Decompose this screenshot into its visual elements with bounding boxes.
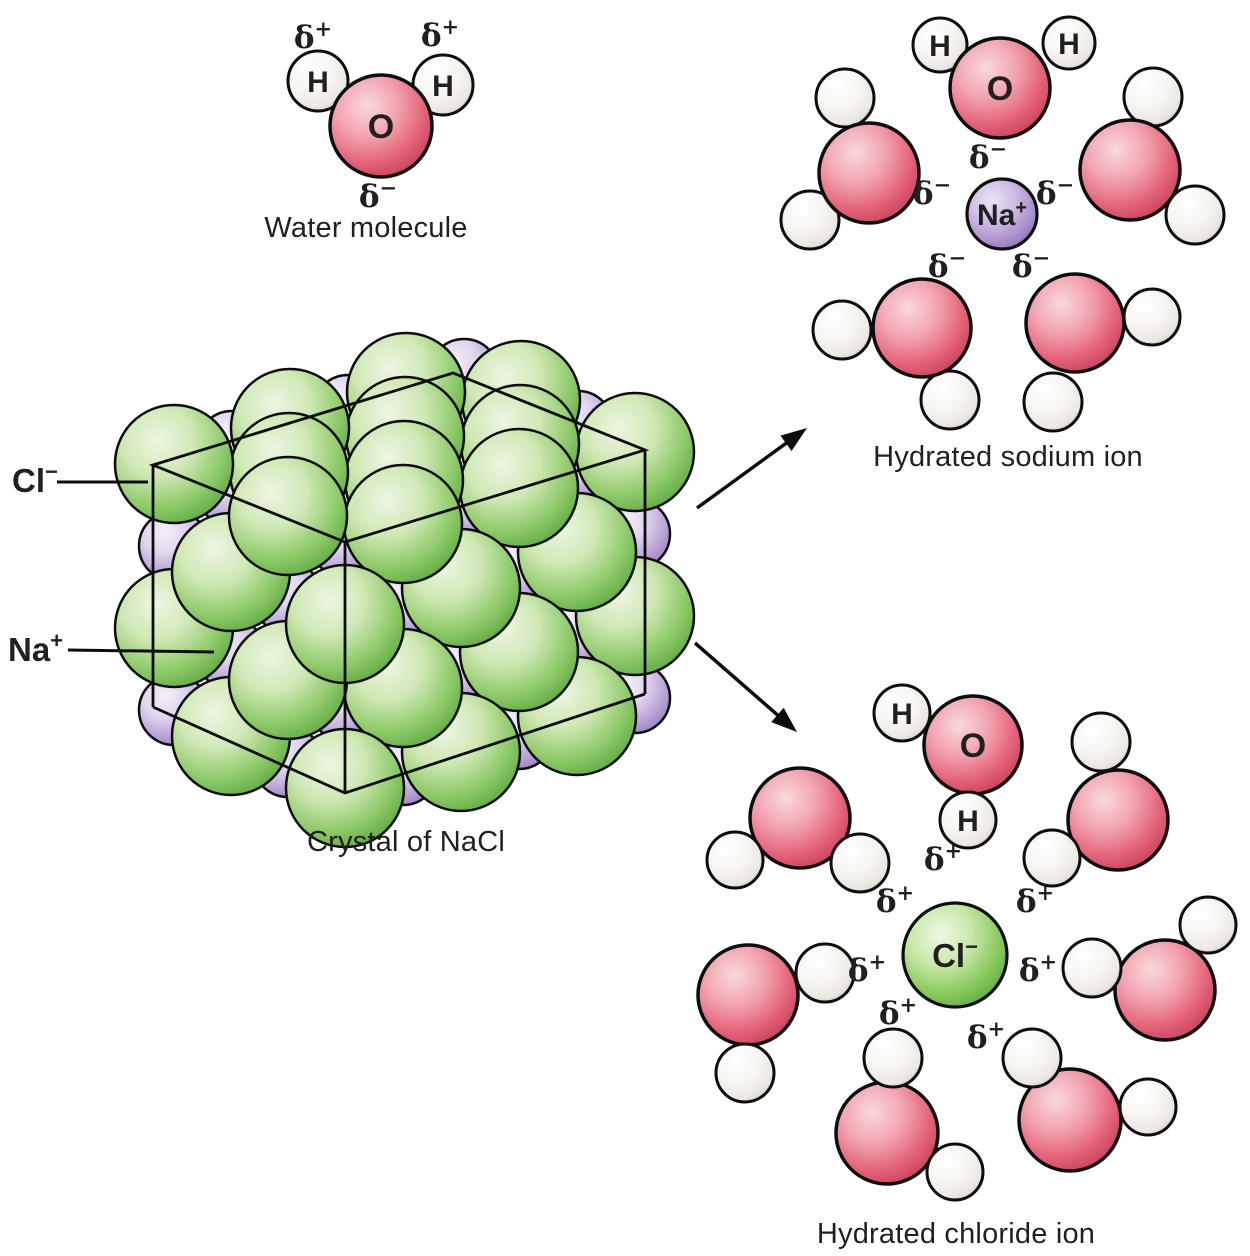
hydrogen-sphere bbox=[1122, 287, 1182, 347]
water-molecule bbox=[1078, 66, 1226, 246]
delta-charge-label: δ+ bbox=[421, 14, 459, 54]
hydrogen-sphere bbox=[705, 830, 765, 890]
caption-crystal-of-nacl: Crystal of NaCl bbox=[307, 826, 505, 858]
oxygen-sphere bbox=[834, 1080, 940, 1186]
oxygen-sphere bbox=[328, 73, 434, 179]
water-molecule-legend: O H Hδ+ δ+ δ− bbox=[286, 14, 475, 215]
crystal-of-nacl: Cl− Na+ bbox=[8, 331, 696, 849]
water-molecule bbox=[779, 67, 921, 251]
hydrogen-sphere bbox=[862, 1027, 924, 1089]
callout-line bbox=[67, 648, 215, 654]
hydrogen-sphere bbox=[1118, 1077, 1178, 1137]
hydrogen-sphere bbox=[938, 790, 998, 850]
oxygen-sphere bbox=[1024, 272, 1126, 374]
oxygen-sphere bbox=[817, 121, 921, 225]
oxygen-sphere bbox=[1066, 768, 1170, 872]
hydrogen-sphere bbox=[919, 369, 981, 431]
arrow-shaft bbox=[695, 435, 796, 510]
arrow-head bbox=[771, 707, 797, 732]
delta-charge-label: δ− bbox=[969, 136, 1007, 176]
hydrated-sodium-cluster: O H H Na+ δ− δ− δ− δ− δ− bbox=[779, 15, 1226, 433]
hydrogen-sphere bbox=[1022, 371, 1084, 433]
delta-charge-label: δ+ bbox=[967, 1016, 1005, 1056]
hydrogen-sphere bbox=[925, 1142, 985, 1202]
water-molecule bbox=[1061, 895, 1238, 1042]
delta-charge-label: δ− bbox=[1012, 245, 1050, 285]
hydrogen-letter: H bbox=[432, 70, 454, 103]
oxygen-letter: O bbox=[368, 108, 394, 146]
caption-hydrated-chloride-ion: Hydrated chloride ion bbox=[816, 1218, 1096, 1250]
hydrogen-letter: H bbox=[891, 698, 913, 731]
oxygen-sphere bbox=[1017, 1067, 1123, 1173]
hydrogen-sphere bbox=[714, 1042, 776, 1104]
arrow-shaft bbox=[693, 641, 787, 723]
hydrogen-sphere bbox=[1022, 828, 1082, 888]
delta-charge-label: δ+ bbox=[848, 949, 886, 989]
water-molecule bbox=[834, 1027, 985, 1202]
caption-water-molecule: Water molecule bbox=[264, 212, 468, 244]
crystal-cl-sphere bbox=[113, 403, 235, 525]
crystal-box-bottom-edge bbox=[152, 692, 646, 795]
oxygen-sphere bbox=[948, 36, 1052, 140]
oxygen-sphere bbox=[1078, 118, 1182, 222]
hydrogen-sphere bbox=[1001, 1027, 1063, 1089]
sodium-ion-label: Na+ bbox=[977, 197, 1027, 232]
hydrogen-sphere bbox=[911, 16, 969, 74]
hydrogen-sphere bbox=[286, 49, 350, 113]
delta-charge-label: δ− bbox=[1036, 172, 1074, 212]
dissolution-arrows bbox=[693, 428, 807, 732]
delta-charge-label: δ+ bbox=[924, 838, 962, 878]
hydrogen-sphere bbox=[1070, 711, 1132, 773]
delta-charge-label: δ+ bbox=[879, 992, 917, 1032]
hydrogen-letter: H bbox=[307, 66, 329, 99]
hydrogen-sphere bbox=[814, 67, 876, 129]
delta-charge-label: δ− bbox=[928, 245, 966, 285]
delta-charge-label: δ+ bbox=[294, 16, 332, 56]
water-molecule bbox=[811, 277, 981, 431]
hydrogen-sphere bbox=[1178, 895, 1238, 955]
delta-charge-label: δ− bbox=[913, 172, 951, 212]
chloride-ion-sphere bbox=[901, 901, 1009, 1009]
oxygen-sphere bbox=[1113, 938, 1217, 1042]
arrow-head bbox=[780, 428, 807, 451]
ion-callout-label: Na+ bbox=[8, 628, 63, 668]
hydrogen-sphere bbox=[779, 189, 841, 251]
delta-charge-label: δ+ bbox=[1019, 949, 1057, 989]
hydrogen-letter: H bbox=[957, 805, 979, 838]
water-molecule bbox=[705, 766, 891, 894]
oxygen-sphere bbox=[871, 277, 973, 379]
delta-charge-label: δ− bbox=[359, 175, 397, 215]
ion-callout-label: Cl− bbox=[12, 459, 58, 499]
water-molecule bbox=[696, 942, 856, 1104]
hydrogen-sphere bbox=[872, 683, 932, 743]
oxygen-letter: O bbox=[960, 727, 986, 765]
hydrogen-letter: H bbox=[1058, 28, 1080, 61]
delta-charge-label: δ+ bbox=[876, 880, 914, 920]
hydrogen-sphere bbox=[1041, 15, 1097, 71]
hydrogen-sphere bbox=[794, 942, 856, 1004]
oxygen-sphere bbox=[696, 943, 800, 1047]
delta-charge-label: δ+ bbox=[1016, 880, 1054, 920]
hydrogen-sphere bbox=[811, 299, 873, 361]
water-molecule bbox=[1001, 1027, 1178, 1173]
water-molecule: O H H bbox=[286, 49, 475, 179]
chloride-ion-label: Cl− bbox=[932, 934, 978, 974]
water-molecule bbox=[1022, 272, 1182, 433]
water-molecule: O H H bbox=[911, 15, 1097, 140]
sodium-ion-sphere bbox=[965, 177, 1039, 251]
hydrogen-sphere bbox=[1122, 66, 1184, 128]
hydrogen-sphere bbox=[1164, 184, 1226, 246]
crystal-cl-sphere bbox=[227, 455, 349, 577]
oxygen-letter: O bbox=[987, 70, 1013, 108]
hydrogen-sphere bbox=[829, 832, 891, 894]
water-molecule: O H H bbox=[872, 683, 1024, 850]
oxygen-sphere bbox=[748, 766, 852, 870]
water-molecule bbox=[1022, 711, 1170, 888]
hydrogen-letter: H bbox=[929, 30, 951, 63]
hydrogen-sphere bbox=[1061, 937, 1123, 999]
caption-hydrated-sodium-ion: Hydrated sodium ion bbox=[873, 441, 1143, 473]
